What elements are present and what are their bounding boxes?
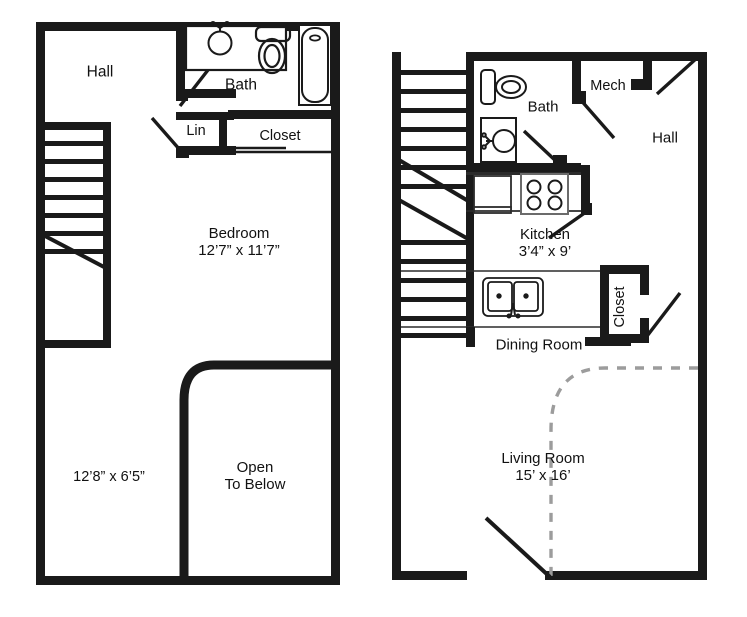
right-toilet-icon [480,69,527,105]
right-living-room-opening-dashed [549,366,698,578]
right-closet-walls [600,265,649,343]
right-bath-door-swing [522,129,560,165]
right-kitchen-door-swing [548,210,587,240]
right-living-entry-door-swing [484,516,552,579]
left-bath-door-swing [178,68,210,108]
left-vanity-counter [184,24,288,72]
left-closet-walls [176,112,236,158]
left-bathroom-sink-icon [207,21,233,56]
right-kitchen-counters [466,172,581,215]
right-mech-door-swing [577,96,616,140]
left-open-to-below-wall [179,360,331,580]
right-kitchen-wall [581,165,590,213]
right-plan-group [392,52,707,580]
right-dining-wall-stub-2 [585,337,631,346]
right-dining-wall-stub [466,327,475,347]
left-toilet-icon [254,25,292,75]
right-bathroom-sink-icon [480,117,517,163]
left-plan-group [36,21,340,585]
right-kitchen-wall-jamb [581,203,592,215]
right-staircase-icon [392,57,474,338]
left-staircase-icon [44,122,111,348]
right-kitchen-sink-icon [482,277,544,319]
right-closet-door-swing [642,291,682,342]
left-lin-door-swing [150,116,182,152]
right-entry-door-swing [655,55,700,96]
left-bathtub-icon [298,24,332,106]
